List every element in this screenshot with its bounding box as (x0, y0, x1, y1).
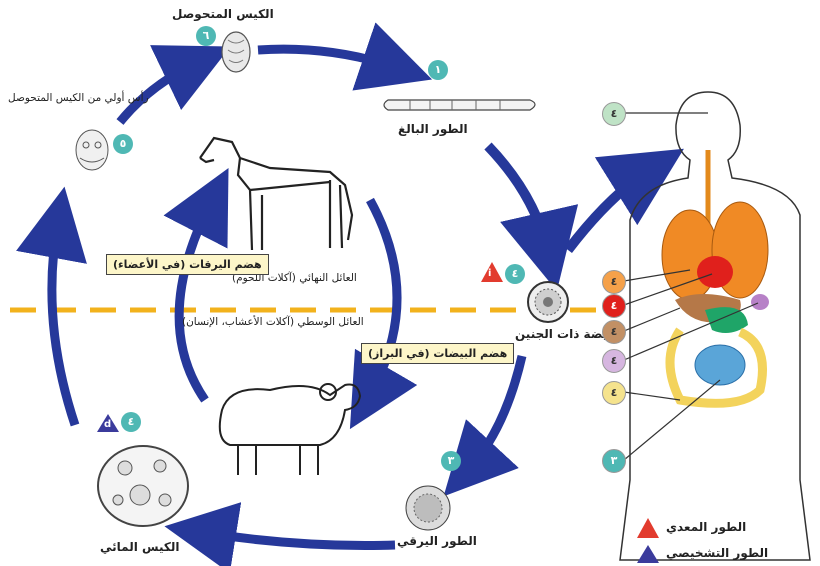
arrow-egg-to-human (568, 170, 650, 250)
arrow-sheep-to-dog (179, 200, 212, 400)
organ-badge-heart: ٤ (602, 294, 626, 318)
label-larva: الطور اليرقي (397, 534, 477, 548)
organ-badge-liver: ٤ (602, 320, 626, 344)
organ-badge-bone: ٤ (602, 381, 626, 405)
arrow-hydatid-to-protoscolex (52, 222, 75, 425)
label-protoscolex: رأس أولي من الكيس المتحوصل (8, 92, 149, 104)
box-egg-digestion: هضم البيضات (في البراز) (361, 343, 514, 364)
protoscolex-icon (76, 130, 108, 170)
arrow-dog-to-sheep (368, 200, 397, 398)
organ-badge-lung: ٤ (602, 270, 626, 294)
egg-icon (528, 282, 568, 322)
organ-badge-brain: ٤ (602, 102, 626, 126)
badge-stage-4-egg: ٤ (505, 264, 525, 284)
label-adult: الطور البالغ (398, 122, 468, 136)
infective-marker-icon (481, 262, 503, 282)
label-intermediate-host: العائل الوسطي (آكلات الأعشاب، الإنسان) (182, 316, 364, 328)
larva-icon (406, 486, 450, 530)
legend-infective-icon (637, 518, 659, 538)
arrow-cyst-to-adult (258, 49, 398, 68)
transformed-cyst-icon (222, 32, 250, 72)
badge-stage-6: ٦ (196, 26, 216, 46)
dog-icon (200, 138, 352, 250)
organ-badge-spleen: ٤ (602, 349, 626, 373)
label-transformed-cyst: الكيس المتحوصل (172, 7, 274, 21)
arrow-egg-to-larva (468, 356, 522, 470)
adult-tapeworm-icon (384, 100, 535, 110)
organ-badge-intestine: ٣ (602, 449, 626, 473)
marker-diagnostic-letter: d (104, 419, 111, 430)
marker-infective-letter: i (488, 268, 491, 279)
badge-stage-5: ٥ (113, 134, 133, 154)
legend-diagnostic-icon (637, 545, 659, 563)
human-body-diagram (620, 92, 810, 560)
badge-stage-4-cyst: ٤ (121, 412, 141, 432)
sheep-icon (220, 384, 360, 475)
legend-diagnostic-label: الطور التشخيصي (666, 546, 768, 560)
label-hydatid-cyst: الكيس المائي (100, 540, 179, 554)
legend-infective-label: الطور المعدي (666, 520, 746, 534)
arrow-larva-to-hydatid (200, 532, 395, 545)
badge-stage-1: ١ (428, 60, 448, 80)
arrow-adult-to-egg (488, 146, 548, 252)
badge-stage-3: ٣ (441, 451, 461, 471)
box-larva-digestion: هضم اليرقات (في الأعضاء) (106, 254, 269, 275)
hydatid-cyst-icon (98, 446, 188, 526)
